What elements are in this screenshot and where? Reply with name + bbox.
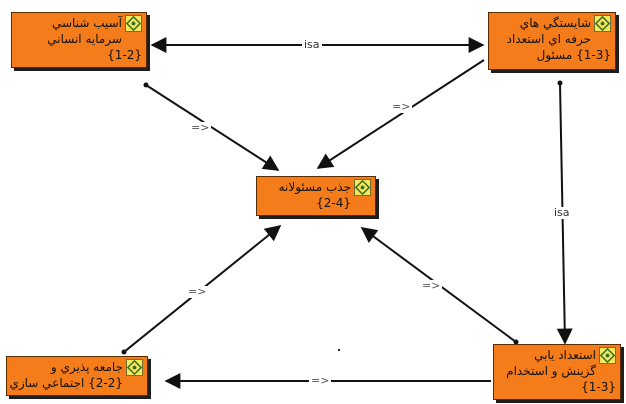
concept-icon <box>125 15 142 32</box>
edge-label-n5-n4: => <box>309 374 332 387</box>
edge-label-n4-n3: => <box>186 285 209 298</box>
node-code: {1-2} <box>107 48 142 62</box>
node-code: {2-4} <box>316 196 351 210</box>
node-label-line1: جامعه پذيري و <box>50 360 123 374</box>
node-code: {1-3} <box>581 380 616 394</box>
node-label-line1: شايستگي هاي <box>519 16 591 30</box>
concept-icon <box>354 179 371 196</box>
node-label-line1: آسيب شناسي <box>52 16 122 30</box>
edge-label-n2-n3: => <box>390 100 413 113</box>
node-label-line2: حرفه اي استعداد <box>506 32 591 46</box>
node-asib-shenasi[interactable]: آسيب شناسي سرمايه انساني {1-2} <box>11 12 147 68</box>
node-label-line1: جذب مسئولانه <box>278 180 351 194</box>
node-label-line2: {2-2} اجتماعي سازي <box>9 376 123 390</box>
edge-label-isa-top: isa <box>302 38 322 51</box>
edge-n5-to-n3-start <box>513 339 519 345</box>
node-jazb-masoulane[interactable]: جذب مسئولانه {2-4} <box>256 176 376 216</box>
stray-dot <box>338 349 340 351</box>
node-label-line1: استعداد يابي <box>534 348 596 362</box>
node-estedad-yabi[interactable]: استعداد يابي گزينش و استخدام {1-3} <box>493 344 621 400</box>
node-label-line2: سرمايه انساني <box>47 32 122 46</box>
edge-label-n1-n3: => <box>189 121 212 134</box>
edge-n4-to-n3-start <box>121 349 127 355</box>
edge-n2-to-n3[interactable] <box>316 59 485 169</box>
concept-icon <box>599 347 616 364</box>
node-shayestegi[interactable]: شايستگي هاي حرفه اي استعداد {1-3} مسئول <box>488 12 616 70</box>
edge-label-isa-right: isa <box>552 206 572 219</box>
edge-n1-to-n3[interactable] <box>145 84 280 171</box>
concept-icon <box>126 359 143 376</box>
node-label-line2: گزينش و استخدام <box>506 364 596 378</box>
edge-n1-to-n3-start <box>143 82 149 88</box>
edge-isa-right-start <box>557 80 563 86</box>
node-label-line3: {1-3} مسئول <box>536 48 611 62</box>
node-jamee-paziri[interactable]: جامعه پذيري و {2-2} اجتماعي سازي <box>6 356 148 396</box>
edge-label-n5-n3: => <box>420 279 443 292</box>
concept-icon <box>594 15 611 32</box>
